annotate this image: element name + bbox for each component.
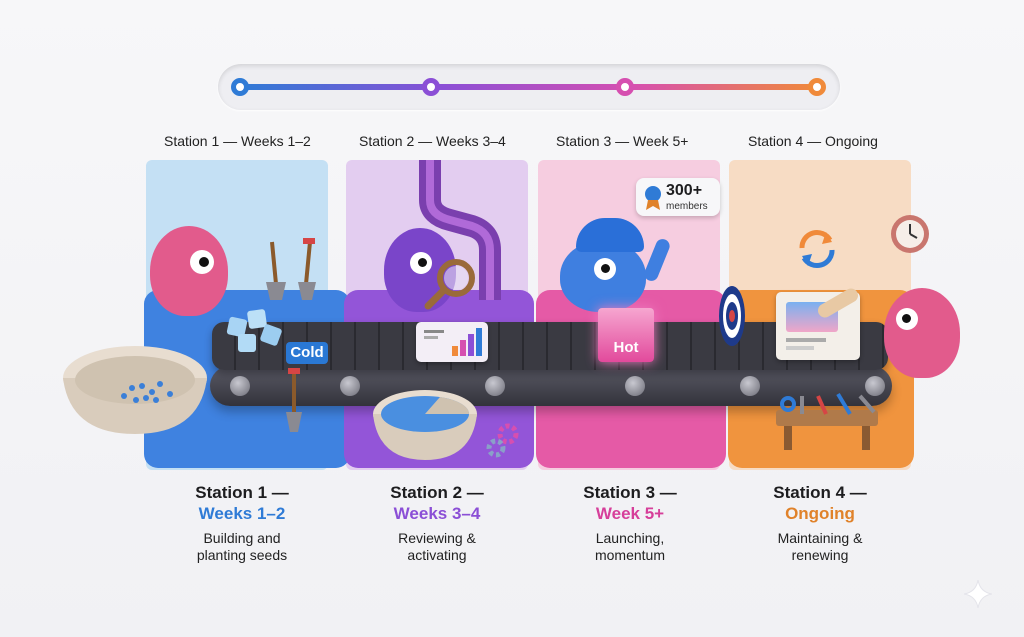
station-1-top-label: Station 1 — Weeks 1–2 bbox=[164, 133, 311, 149]
progress-dot-station-1[interactable] bbox=[231, 78, 249, 96]
shovel-icon bbox=[266, 238, 316, 300]
pink-character bbox=[150, 226, 228, 316]
progress-line bbox=[240, 84, 818, 90]
station-2-title: Station 2 — bbox=[390, 483, 484, 502]
station-2-description: Reviewing & activating bbox=[337, 530, 537, 564]
sparkle-icon bbox=[964, 580, 992, 608]
station-2-top-label: Station 2 — Weeks 3–4 bbox=[359, 133, 506, 149]
station-4-subtitle: Ongoing bbox=[785, 504, 855, 523]
progress-dot-station-3[interactable] bbox=[616, 78, 634, 96]
table-leg bbox=[784, 426, 792, 450]
members-label: members bbox=[666, 201, 708, 212]
station-3-title: Station 3 — bbox=[583, 483, 677, 502]
progress-dot-station-4[interactable] bbox=[808, 78, 826, 96]
table-leg bbox=[862, 426, 870, 450]
clock-icon bbox=[891, 215, 929, 253]
station-1-subtitle: Weeks 1–2 bbox=[198, 504, 286, 523]
target-icon bbox=[719, 286, 745, 346]
tools-icon bbox=[780, 392, 876, 416]
refresh-icon bbox=[799, 229, 835, 269]
shovel-icon bbox=[286, 368, 302, 432]
conveyor-frame bbox=[210, 366, 892, 406]
conveyor-roller bbox=[340, 376, 360, 396]
station-3-description: Launching, momentum bbox=[530, 530, 730, 564]
station-2-desc-line-1: Reviewing & bbox=[398, 530, 476, 546]
hard-hat bbox=[576, 218, 644, 252]
conveyor-roller bbox=[625, 376, 645, 396]
station-4-desc-line-1: Maintaining & bbox=[777, 530, 863, 546]
station-1-description: Building and planting seeds bbox=[142, 530, 342, 564]
station-1-title: Station 1 — bbox=[195, 483, 289, 502]
cold-tag: Cold bbox=[286, 342, 328, 364]
character-pupil bbox=[199, 257, 209, 267]
award-ribbon-icon bbox=[645, 186, 661, 210]
conveyor-roller bbox=[740, 376, 760, 396]
seed-bowl bbox=[63, 346, 207, 434]
conveyor-roller bbox=[865, 376, 885, 396]
character-pupil bbox=[902, 314, 911, 323]
chart-icon bbox=[424, 328, 482, 356]
ice-cubes bbox=[226, 308, 288, 352]
station-3-top-label: Station 3 — Week 5+ bbox=[556, 133, 689, 149]
bead-bowl bbox=[373, 390, 477, 460]
character-pupil bbox=[418, 258, 427, 267]
station-3-desc-line-1: Launching, bbox=[595, 530, 665, 546]
station-2-desc-line-2: activating bbox=[407, 547, 467, 563]
station-3-subtitle: Week 5+ bbox=[595, 504, 665, 523]
station-4-desc-line-2: renewing bbox=[791, 547, 849, 563]
station-4-top-label: Station 4 — Ongoing bbox=[748, 133, 878, 149]
station-3-desc-line-2: momentum bbox=[594, 547, 666, 563]
members-badge: 300+ members bbox=[636, 178, 720, 216]
pink-character-2 bbox=[884, 288, 960, 378]
station-1-desc-line-1: Building and bbox=[203, 530, 281, 546]
members-count: 300+ bbox=[666, 182, 703, 199]
station-4-description: Maintaining & renewing bbox=[720, 530, 920, 564]
magnifier-icon bbox=[424, 259, 475, 310]
gear-icon bbox=[486, 423, 519, 458]
conveyor-roller bbox=[485, 376, 505, 396]
pipe-decoration bbox=[419, 160, 501, 300]
hot-tag: Hot bbox=[598, 308, 654, 362]
character-pupil bbox=[601, 264, 610, 273]
station-4-title: Station 4 — bbox=[773, 483, 867, 502]
chart-card bbox=[416, 322, 488, 362]
conveyor-roller bbox=[230, 376, 250, 396]
station-2-subtitle: Weeks 3–4 bbox=[393, 504, 481, 523]
station-1-desc-line-2: planting seeds bbox=[196, 547, 288, 563]
progress-dot-station-2[interactable] bbox=[422, 78, 440, 96]
